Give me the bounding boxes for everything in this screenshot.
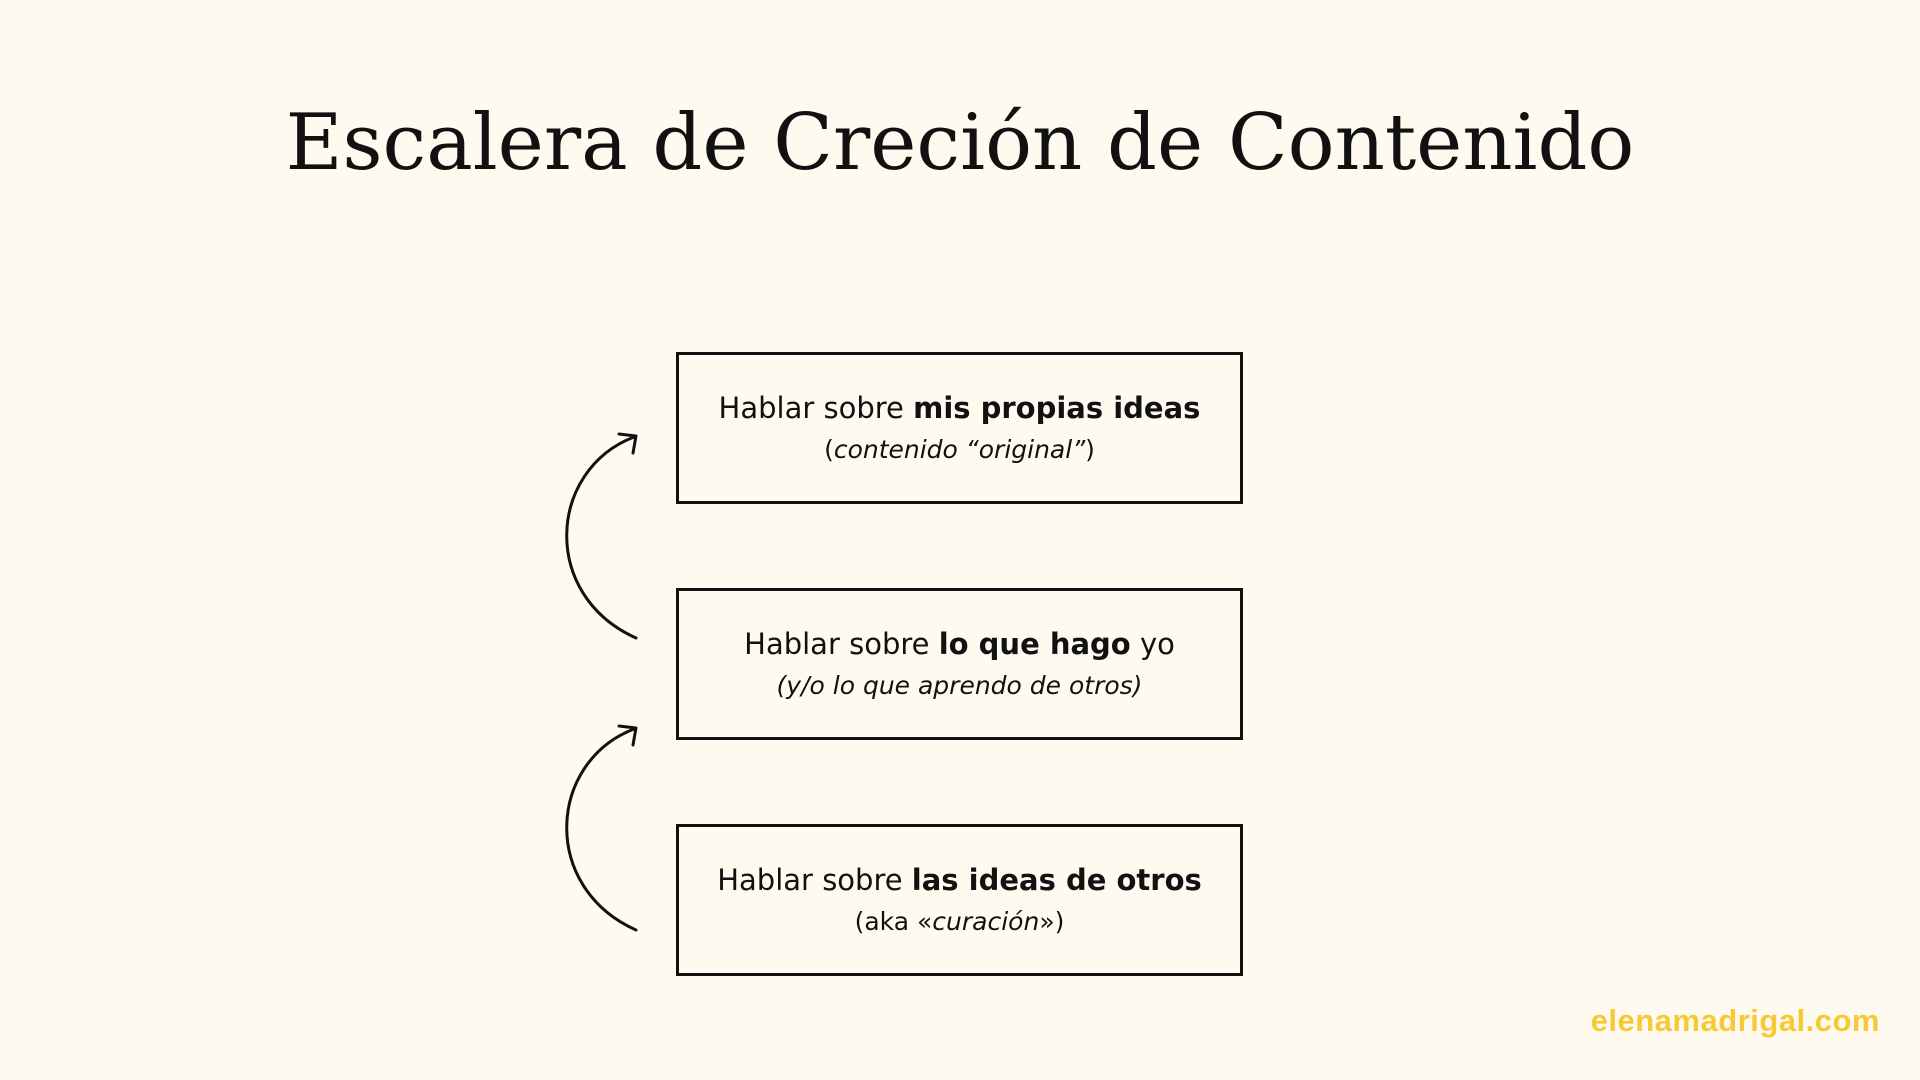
brand-watermark: elenamadrigal.com <box>1590 1003 1880 1038</box>
step-heading: Hablar sobre las ideas de otros <box>717 862 1202 897</box>
step-box-others-ideas: Hablar sobre las ideas de otros (aka «cu… <box>676 824 1243 976</box>
step-emphasis: las ideas de otros <box>911 862 1202 897</box>
step-note: (aka «curación») <box>854 907 1065 937</box>
step-note: (contenido “original”) <box>824 435 1095 465</box>
page-title: Escalera de Creción de Contenido <box>285 98 1635 188</box>
step-emphasis: mis propias ideas <box>913 390 1201 425</box>
step-note: (y/o lo que aprendo de otros) <box>776 671 1143 701</box>
step-heading: Hablar sobre mis propias ideas <box>718 390 1201 425</box>
curved-arrow-up-icon <box>565 724 638 932</box>
step-box-what-i-do: Hablar sobre lo que hago yo (y/o lo que … <box>676 588 1243 740</box>
step-heading: Hablar sobre lo que hago yo <box>744 626 1175 661</box>
step-box-original-ideas: Hablar sobre mis propias ideas (contenid… <box>676 352 1243 504</box>
step-emphasis: lo que hago <box>938 626 1131 661</box>
curved-arrow-up-icon <box>565 432 638 640</box>
